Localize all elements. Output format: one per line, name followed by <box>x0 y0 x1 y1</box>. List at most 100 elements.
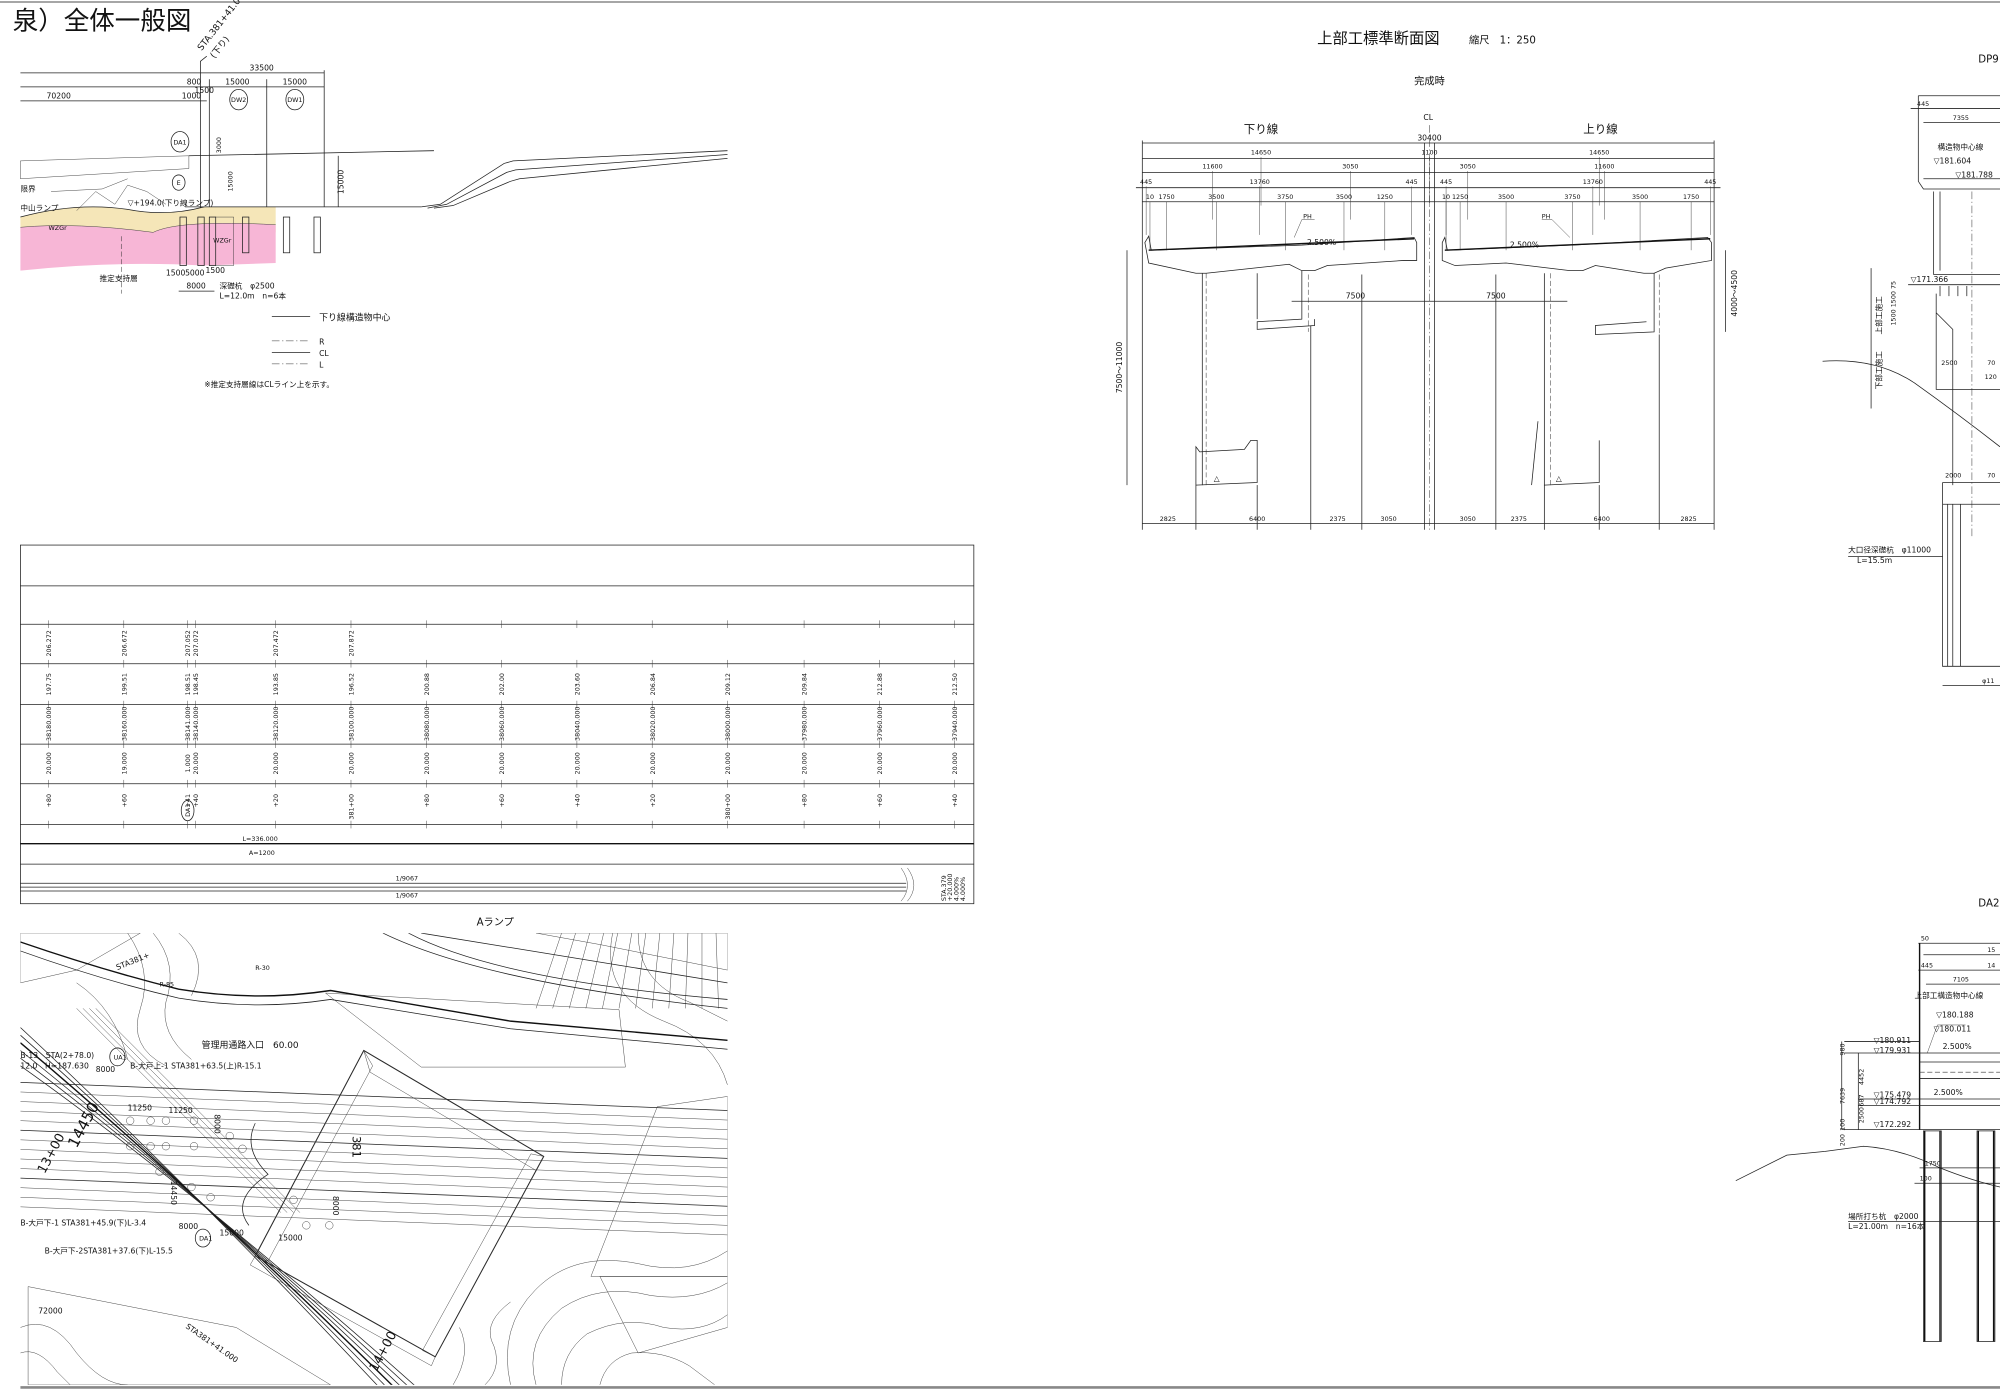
table-cell-station: +20 <box>649 794 657 807</box>
dp9-70b: 70 <box>1987 471 1995 479</box>
label-layer: WZGr <box>49 224 68 232</box>
da2-v200: 200 <box>1838 1134 1846 1146</box>
clothoid-parameter: A=1200 <box>249 849 275 857</box>
table-cell-cumulative: 38060.000 <box>498 707 506 741</box>
cs-dim-dims_row3-0: 11600 <box>1202 163 1222 171</box>
da2-v100: 100 <box>1838 1119 1846 1131</box>
table-cell-plan-elevation: 207.872 <box>348 630 356 656</box>
break-sta-2: 4.000% <box>953 877 961 901</box>
dp9-70a: 70 <box>1987 359 1995 367</box>
cross-section-state: 完成時 <box>1414 74 1445 87</box>
table-cell-cumulative: 38100.000 <box>348 707 356 741</box>
deck-down-line: △ <box>1144 235 1418 530</box>
cs-dim-dims_row3-1: 3050 <box>1342 163 1358 171</box>
dp9-elev3: ▽171.366 <box>1911 275 1949 284</box>
table-cell-station: +80 <box>801 794 809 807</box>
span-7500-right: 7500 <box>1486 292 1506 301</box>
plan-8000a: 8000 <box>96 1065 116 1074</box>
table-cell-station: +60 <box>876 794 884 807</box>
dim-70200: 70200 <box>47 91 71 100</box>
label-ramp: 中山ランプ <box>20 203 58 213</box>
grade-upper: 1/9067 <box>396 875 418 883</box>
grade-lower: 1/9067 <box>396 891 418 899</box>
table-cell-cumulative: 38120.000 <box>272 707 280 741</box>
plan-15000b: 15000 <box>278 1234 302 1243</box>
dim-33500: 33500 <box>249 63 273 72</box>
general-elevation: STA.381+41.0 (下り) 33500 800 1500 15000 1… <box>20 0 728 389</box>
break-sta-0: STA.379 <box>940 875 948 901</box>
dp9-lower-work: 下部工施工 <box>1873 351 1883 390</box>
plan-8000v: 8000 <box>212 1114 221 1134</box>
cs-dim-dims_row5_left-1: 1750 <box>1158 193 1174 201</box>
cross-section-scale: 縮尺 1：250 <box>1469 33 1536 46</box>
cs-dim-dims_row4-0: 445 <box>1140 178 1152 186</box>
da2-piles <box>1923 1130 1996 1342</box>
pier-tag-dw2: DW2 <box>231 96 246 104</box>
break-sta-3: 4.000% <box>959 877 967 901</box>
da2-v7639: 7639 <box>1838 1088 1846 1104</box>
dim-30400: 30400 <box>1417 133 1441 142</box>
table-pier-tag-da1: DA1 <box>184 804 192 817</box>
table-cell-cumulative: 38020.000 <box>649 707 657 741</box>
cs-dim-dims_row5_right-4: 3500 <box>1632 193 1648 201</box>
foundation-width: 8000 <box>186 282 206 291</box>
legend-cl: CL <box>319 349 329 358</box>
pile-type: 深礎杭 φ2500 <box>220 281 275 291</box>
da2-e1: ▽180.188 <box>1936 1010 1974 1019</box>
pier-dp9-section: DP9 445 7355 構造物中心線 ▽181.604 ▽181.788 ▽1… <box>1822 55 2000 686</box>
cs-bottom-dim-5: 2375 <box>1511 515 1527 523</box>
table-cell-ground-elevation: 197.75 <box>45 673 53 695</box>
plan-15000a: 15000 <box>220 1229 244 1238</box>
table-cell-cumulative: 38180.000 <box>45 707 53 741</box>
dp9-elev2: ▽181.788 <box>1955 170 1993 179</box>
table-cell-distance: 20.000 <box>876 752 884 774</box>
da2-pile: 場所打ち杭 φ2000 <box>1848 1211 1918 1221</box>
plan-8000v2: 8000 <box>331 1196 340 1216</box>
table-cell-distance: 20.000 <box>45 752 53 774</box>
table-cell-cumulative: 38160.000 <box>120 707 128 741</box>
cs-dim-dims_row5_right-2: 3500 <box>1498 193 1514 201</box>
dim-1500: 1500 <box>194 86 214 95</box>
cs-bottom-dim-2: 2375 <box>1329 515 1345 523</box>
deck-up-line: △ <box>1441 236 1712 530</box>
da2-15: 15 <box>1987 946 1995 954</box>
plan-boring-dn2: B-大戸下-2STA381+37.6(下)L-15.5 <box>45 1245 173 1255</box>
pier-tag-da1: DA1 <box>173 138 186 146</box>
plan-title: Aランプ <box>477 916 515 928</box>
dp9-2000: 2000 <box>1945 471 1961 479</box>
cs-dim-dims_row5_right-1: 1250 <box>1452 193 1468 201</box>
table-cell-distance: 20.000 <box>272 752 280 774</box>
dp9-120: 120 <box>1985 373 1997 381</box>
label-layer-2: WZGr <box>213 237 232 245</box>
dim-800: 800 <box>187 77 202 86</box>
table-cell-ground-elevation: 206.84 <box>649 673 657 695</box>
table-cell-station: +80 <box>45 794 53 807</box>
dp9-upper-work: 上部工施工 <box>1873 296 1883 335</box>
table-cell-cumulative: 37940.000 <box>951 707 959 741</box>
table-cell-station: 381+00 <box>348 794 356 820</box>
dp9-elev1: ▽181.604 <box>1934 156 1972 165</box>
cs-dim-dims_row5_right-5: 1750 <box>1683 193 1699 201</box>
dp9-caisson-len: L=15.5m <box>1857 556 1892 565</box>
table-cell-plan-elevation: 207.472 <box>272 630 280 656</box>
plan-boring-dn1: B-大戸下-1 STA381+45.9(下)L-3.4 <box>20 1217 146 1227</box>
table-cell-plan-elevation: 206.672 <box>120 630 128 656</box>
cs-dim-dims_row5_right-3: 3750 <box>1564 193 1580 201</box>
cs-dim-dims_row2-2: 14650 <box>1589 149 1609 157</box>
table-cell-distance: 20.000 <box>423 752 431 774</box>
plan-72000: 72000 <box>38 1306 62 1315</box>
cs-dim-dims_row4-5: 445 <box>1704 178 1716 186</box>
da2-slope1: 2.500% <box>1943 1042 1972 1051</box>
da2-e4: ▽179.931 <box>1874 1046 1912 1055</box>
da2-7105: 7105 <box>1953 976 1969 984</box>
table-cell-plan-elevation: 207.072 <box>192 630 200 656</box>
da2-center: 上部工構造物中心線 <box>1914 990 1983 1000</box>
dp9-7355: 7355 <box>1953 114 1969 122</box>
dp9-caisson: 大口径深礎杭 φ11000 <box>1848 545 1931 555</box>
table-cell-station: +60 <box>120 794 128 807</box>
da2-e6: ▽174.792 <box>1874 1097 1912 1106</box>
table-cell-station: +40 <box>573 794 581 807</box>
cl-label: CL <box>1423 113 1433 122</box>
table-cell-distance: 19.000 <box>120 752 128 774</box>
